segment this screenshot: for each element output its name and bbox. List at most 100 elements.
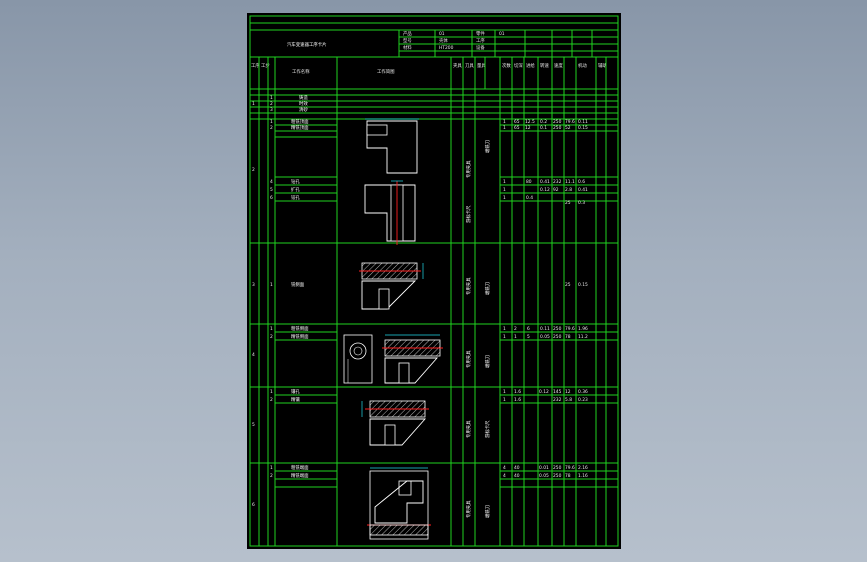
val-2-4-b: 80	[526, 179, 532, 185]
val-5-1-d: 145	[553, 389, 562, 395]
step-2-4: 4	[270, 179, 273, 185]
header-r2-c2: 壳体	[439, 37, 448, 44]
col-head-seq: 工序	[251, 62, 260, 69]
label-fixture-4: 专用夹具	[465, 350, 472, 368]
col-head-fixture: 夹具	[453, 62, 462, 69]
val-5-2-b: 1.6	[514, 397, 521, 403]
val-4-1-f: 79.6	[565, 326, 575, 332]
col-head-passes: 次数	[502, 62, 511, 69]
seq-4: 4	[252, 352, 255, 358]
val-4-1-b: 2	[514, 326, 517, 332]
val-2-4-d: 232	[553, 179, 562, 185]
seq-2: 2	[252, 167, 255, 173]
val-5-1-f: 0.36	[578, 389, 588, 395]
val-2-1-b: 65	[514, 119, 520, 125]
val-2-2-g: 0.15	[578, 125, 588, 131]
val-6-2-e: 78	[565, 473, 571, 479]
val-5-1-e: 12	[565, 389, 571, 395]
val-2-6-d: 0.3	[578, 200, 585, 206]
sketch-op4	[343, 334, 443, 384]
drawing-sheet[interactable]: 汽车变速器工序卡片 产品 01 零件 01 型号 壳体 工序 材料 HT200 …	[247, 13, 621, 549]
val-2-4-f: 0.6	[578, 179, 585, 185]
val-4-2-b: 1	[514, 334, 517, 340]
col-head-sketch: 工作简图	[377, 68, 395, 75]
val-2-6-a: 1	[503, 195, 506, 201]
val-2-2-b: 65	[514, 125, 520, 131]
step-2-2: 2	[270, 125, 273, 131]
step-4-2: 2	[270, 334, 273, 340]
val-2-5-d: 2.8	[565, 187, 572, 193]
step-6-1: 1	[270, 465, 273, 471]
step-1-2: 2	[270, 101, 273, 107]
header-r3-c3: 设备	[476, 44, 485, 51]
header-block: 汽车变速器工序卡片 产品 01 零件 01 型号 壳体 工序 材料 HT200 …	[250, 22, 618, 58]
step-4-1: 1	[270, 326, 273, 332]
header-r2-c1: 型号	[403, 37, 412, 44]
val-6-2-d: 250	[553, 473, 562, 479]
val-6-2-c: 0.05	[539, 473, 549, 479]
col-head-name: 工作名称	[292, 68, 310, 75]
label-gauge-2: 游标卡尺	[465, 205, 472, 223]
step-2-1: 1	[270, 119, 273, 125]
seq-1: 1	[252, 101, 255, 107]
val-2-6-c: 25	[565, 200, 571, 206]
val-6-1-c: 0.01	[539, 465, 549, 471]
label-cutter-4: 端铣刀	[484, 355, 491, 368]
label-gauge-5: 游标卡尺	[484, 420, 491, 438]
val-5-2-e: 0.23	[578, 397, 588, 403]
step-column: 1 铸造 2 时效 3 清砂 1 粗铣顶面 2 精铣顶面 4 钻孔 5 扩孔 6…	[270, 94, 309, 479]
sequence-numbers: 1 2 3 4 5 6	[252, 101, 255, 508]
val-2-2-c: 12	[525, 125, 531, 131]
sketch-op5	[361, 400, 429, 446]
val-2-2-e: 250	[553, 125, 562, 131]
label-cutter-6: 端铣刀	[484, 505, 491, 518]
step-name-5-1: 镶孔	[291, 388, 300, 395]
val-4-1-c: 6	[527, 326, 530, 332]
header-r3-c1: 材料	[403, 44, 412, 51]
col-head-gauge: 量具	[477, 62, 486, 69]
val-2-1-e: 250	[553, 119, 562, 125]
val-2-1-a: 1	[503, 119, 506, 125]
val-4-2-f: 78	[565, 334, 571, 340]
col-head-speed: 速度	[554, 62, 563, 69]
step-1-3: 3	[270, 107, 273, 113]
step-1-1: 1	[270, 95, 273, 101]
val-2-2-a: 1	[503, 125, 506, 131]
step-name-2-1: 粗铣顶面	[291, 118, 309, 125]
val-6-1-f: 2.16	[578, 465, 588, 471]
val-2-1-g: 0.11	[578, 119, 588, 125]
cad-drawing[interactable]: 汽车变速器工序卡片 产品 01 零件 01 型号 壳体 工序 材料 HT200 …	[247, 13, 621, 549]
step-6-2: 2	[270, 473, 273, 479]
val-4-2-c: 5	[527, 334, 530, 340]
val-6-2-b: 40	[514, 473, 520, 479]
header-r1-c2: 01	[439, 31, 445, 37]
row-lines	[250, 100, 618, 488]
sketch-op2-top	[365, 118, 419, 174]
val-2-5-e: 0.41	[578, 187, 588, 193]
val-5-2-c: 232	[553, 397, 562, 403]
val-6-2-f: 1.16	[578, 473, 588, 479]
label-fixture-5: 专用夹具	[465, 420, 472, 438]
label-fixture-2: 专用夹具	[465, 160, 472, 178]
val-2-1-c: 12.5	[525, 119, 535, 125]
val-5-1-c: 0.12	[539, 389, 549, 395]
val-6-1-a: 4	[503, 465, 506, 471]
label-cutter-2: 端铣刀	[484, 140, 491, 153]
val-2-5-a: 1	[503, 187, 506, 193]
col-head-machine: 机动	[578, 62, 587, 69]
step-name-1-1: 铸造	[299, 94, 308, 101]
sheet-border	[249, 15, 619, 547]
label-cutter-3: 端铣刀	[484, 282, 491, 295]
val-6-2-a: 4	[503, 473, 506, 479]
sketch-op6	[367, 467, 431, 540]
step-name-1-2: 时效	[299, 100, 308, 107]
seq-3: 3	[252, 282, 255, 288]
step-name-6-1: 粗铣端面	[291, 464, 309, 471]
col-head-depth: 切深	[514, 62, 523, 69]
val-4-1-a: 1	[503, 326, 506, 332]
header-r3-c2: HT200	[439, 45, 454, 51]
header-r1-c3: 零件	[476, 30, 485, 37]
step-name-4-1: 粗铣侧面	[291, 325, 309, 332]
step-name-2-5: 扩孔	[291, 186, 300, 193]
header-r1-c1: 产品	[403, 30, 412, 37]
